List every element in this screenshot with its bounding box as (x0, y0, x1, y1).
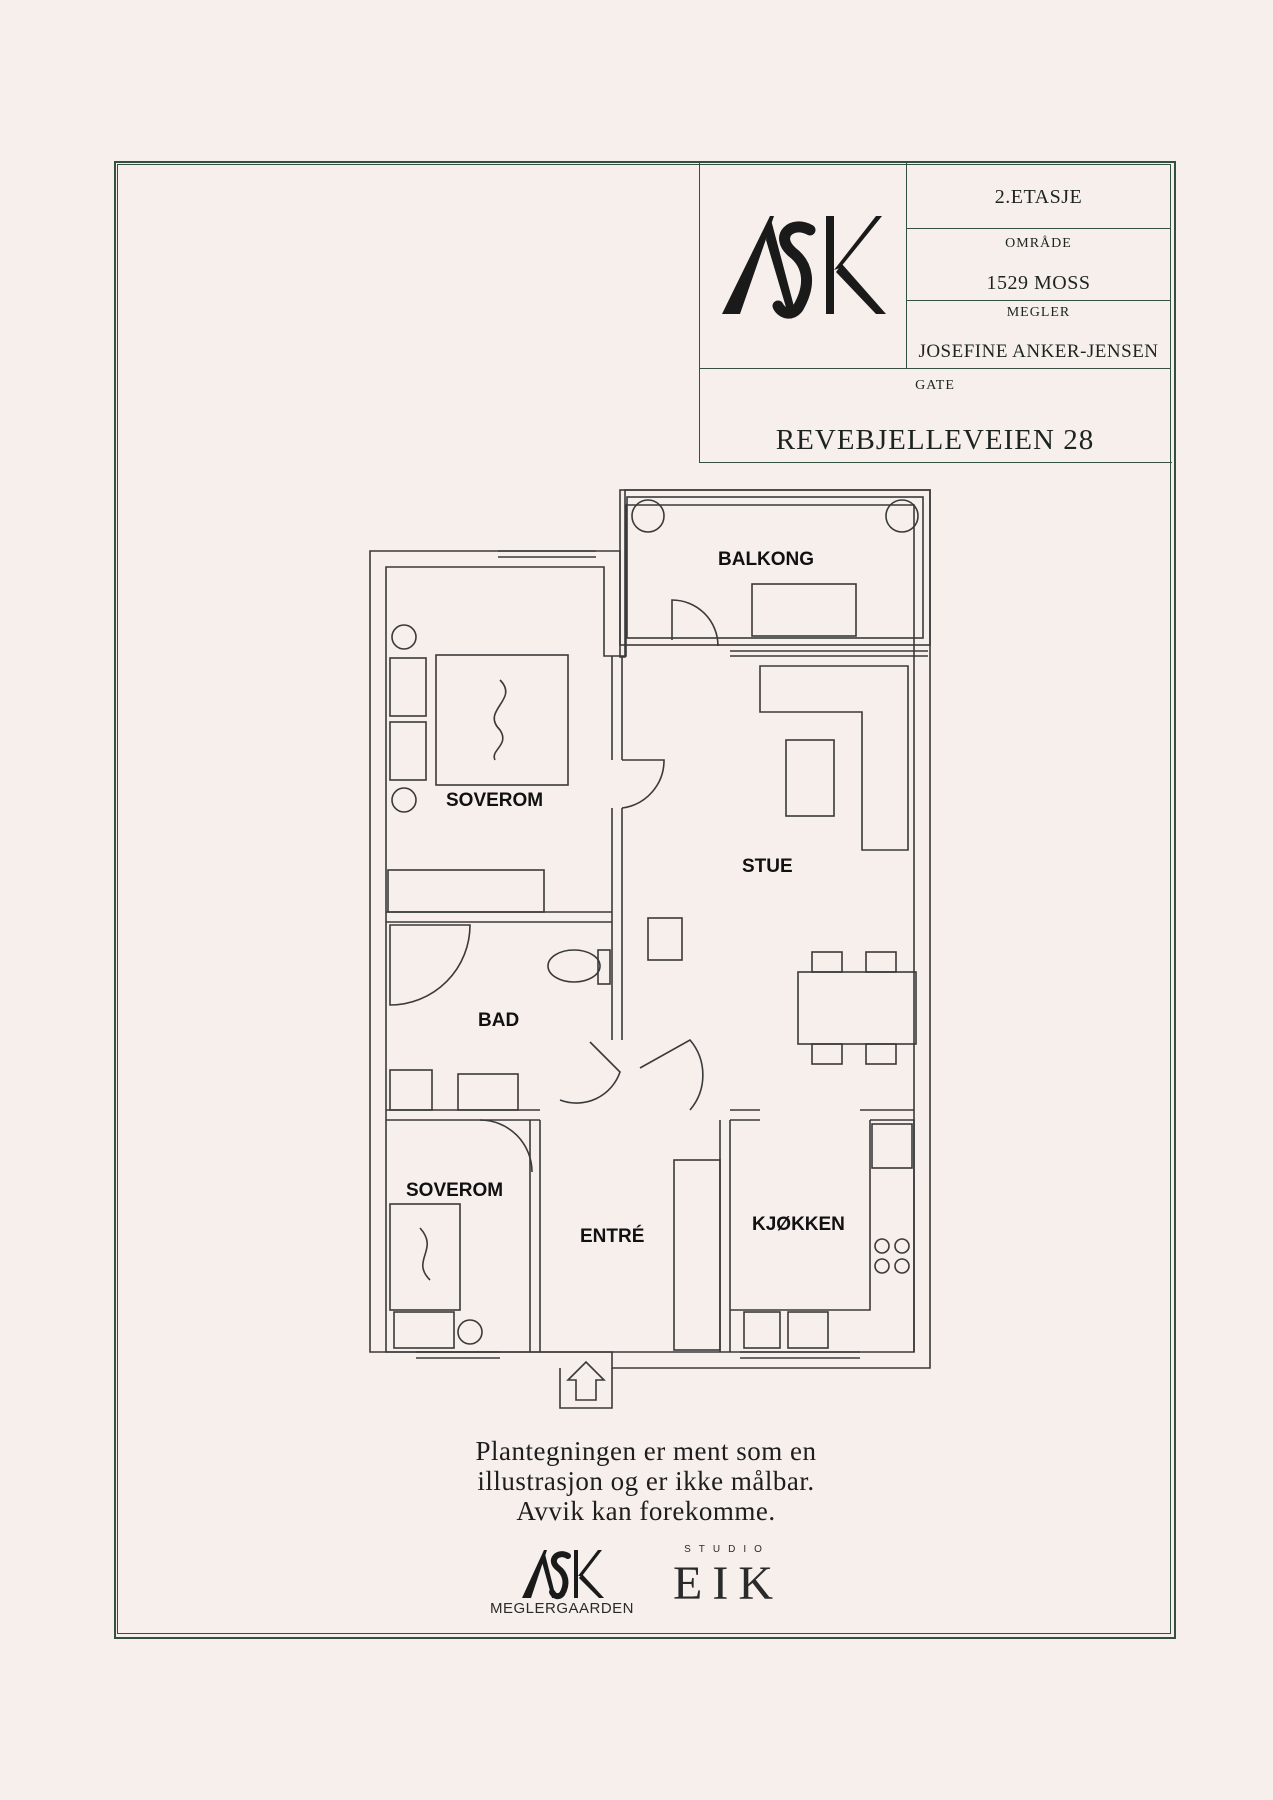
window-bedroom2 (416, 1351, 500, 1359)
burner-4 (894, 1258, 910, 1274)
outer-wall (369, 489, 931, 1369)
entry-arrow-icon (566, 1360, 606, 1401)
floor-value: 2.ETASJE (994, 186, 1083, 208)
wall-bath-bed2 (386, 1109, 540, 1121)
bed-2-cover (419, 1227, 431, 1281)
burner-3 (874, 1258, 890, 1274)
balcony-inner (626, 496, 924, 639)
eik-top-label: STUDIO (684, 1544, 770, 1555)
label-entre: ENTRÉ (580, 1225, 644, 1247)
wall-bed1-bath (386, 911, 612, 923)
wall-bed1-stue (611, 656, 623, 760)
title-block-divider-h3 (699, 368, 1171, 369)
corner-sofa (759, 665, 909, 851)
plant-2-icon (885, 499, 919, 533)
lamp-1a-icon (391, 624, 417, 650)
wall-bath-stue (611, 808, 623, 1040)
dishwasher (787, 1311, 829, 1349)
ask-logo (722, 216, 886, 319)
sink-bath (457, 1073, 519, 1111)
bath-door (559, 1041, 621, 1104)
toilet (547, 949, 601, 983)
balcony-sofa (751, 583, 857, 637)
ask-footer-logo (522, 1550, 604, 1600)
broker-label: MEGLER (1006, 305, 1071, 320)
eik-logo: EIK (673, 1557, 783, 1610)
area-value: 1529 MOSS (986, 272, 1091, 294)
pillow-1b (389, 721, 427, 781)
coffee-table (785, 739, 835, 817)
chair-1 (811, 951, 843, 973)
burner-1 (874, 1238, 890, 1254)
wall-bed2-entry (529, 1120, 541, 1352)
wall-entry-kitchen (719, 1120, 731, 1352)
window-balcony (730, 650, 928, 657)
kitchen-counter (730, 1119, 915, 1352)
ask-footer-sub: MEGLERGAARDEN (489, 1600, 635, 1617)
washing-machine (389, 1069, 433, 1111)
floor-plan: BALKONG SOVEROM STUE BAD SOVEROM ENTRÉ K… (369, 489, 931, 1409)
title-block-divider-h1 (906, 228, 1171, 229)
entry-wardrobe (673, 1159, 721, 1351)
disclaimer-line-3: Avvik kan forekomme. (516, 1496, 776, 1526)
burner-2 (894, 1238, 910, 1254)
pillow-1a (389, 657, 427, 717)
dining-table (797, 971, 917, 1045)
disclaimer: Plantegningen er ment som en illustrasjo… (336, 1436, 956, 1526)
window-kitchen (740, 1351, 860, 1359)
label-balkong: BALKONG (718, 549, 814, 570)
street-value: REVEBJELLEVEIEN 28 (775, 424, 1095, 456)
area-label: OMRÅDE (1005, 236, 1072, 251)
title-block-box (699, 163, 1172, 463)
pillow-2 (393, 1311, 455, 1349)
label-kjokken: KJØKKEN (752, 1214, 845, 1235)
label-bad: BAD (478, 1010, 519, 1031)
bed-2 (389, 1203, 461, 1311)
shower (389, 924, 471, 1006)
balcony-outline (619, 489, 931, 646)
lamp-2-icon (457, 1319, 483, 1345)
balcony-door (671, 599, 719, 647)
disclaimer-line-1: Plantegningen er ment som en (475, 1436, 817, 1466)
bedroom2-door (479, 1119, 533, 1173)
page-frame-inner (117, 164, 1171, 1634)
entry-step (559, 1368, 613, 1409)
toilet-tank (597, 949, 611, 985)
title-block-divider-h2 (906, 300, 1171, 301)
label-stue: STUE (742, 856, 793, 877)
chair-3 (811, 1043, 843, 1065)
plant-1-icon (631, 499, 665, 533)
title-block-divider-v (906, 163, 907, 368)
bedroom1-door (621, 759, 665, 809)
fireplace-icon (647, 917, 683, 961)
chair-4 (865, 1043, 897, 1065)
wall-kitchen-top (730, 1109, 760, 1121)
lamp-1b-icon (391, 787, 417, 813)
street-label: GATE (915, 378, 955, 393)
fridge (871, 1123, 913, 1169)
bed-1-cover (493, 679, 507, 761)
kitchen-sink (743, 1311, 781, 1349)
window-bedroom (498, 550, 596, 558)
label-soverom-1: SOVEROM (446, 790, 543, 811)
stue-door (639, 1038, 704, 1111)
chair-2 (865, 951, 897, 973)
broker-value: JOSEFINE ANKER-JENSEN (918, 341, 1159, 362)
label-soverom-2: SOVEROM (406, 1180, 503, 1201)
page-frame (114, 161, 1176, 1639)
wardrobe-1 (387, 869, 545, 913)
bed-1 (435, 654, 569, 786)
disclaimer-line-2: illustrasjon og er ikke målbar. (477, 1466, 815, 1496)
